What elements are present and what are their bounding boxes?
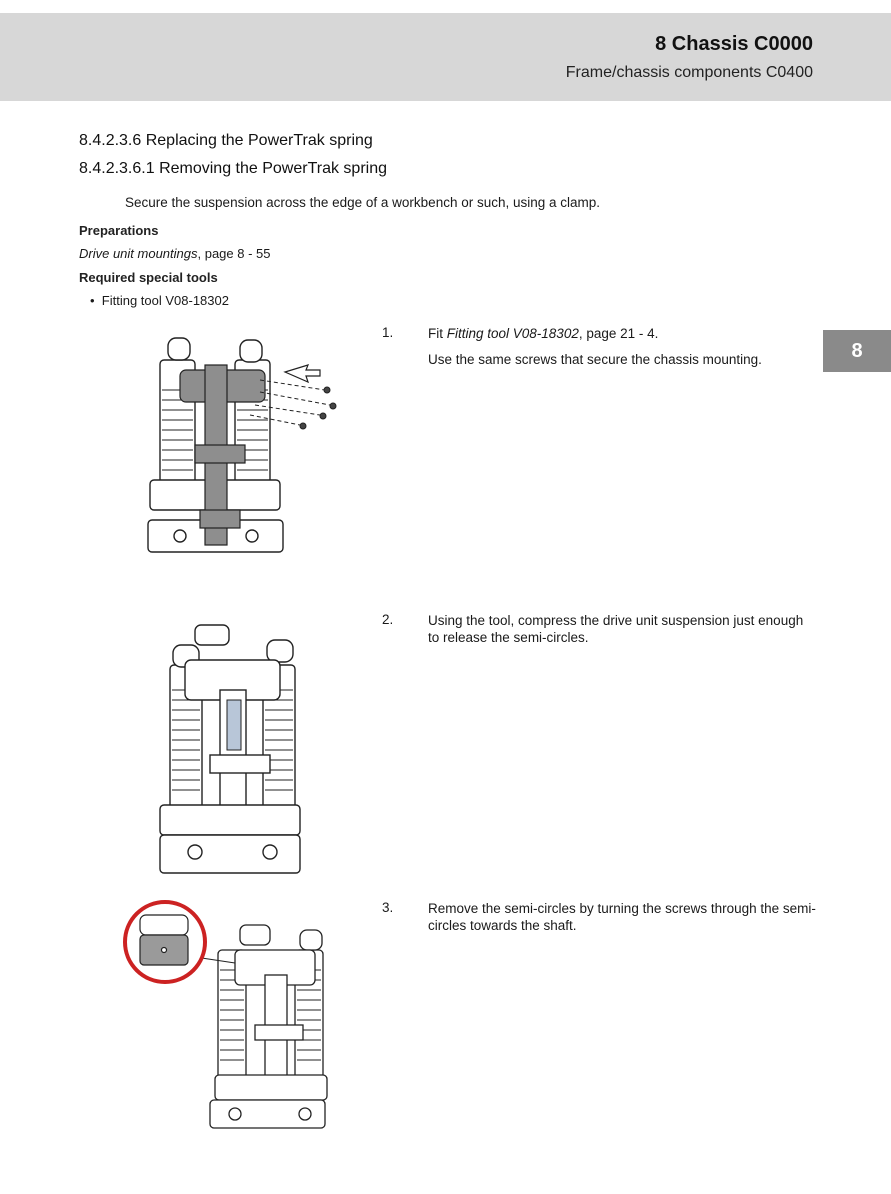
tools-label: Required special tools bbox=[79, 270, 218, 285]
preparations-page: , page 8 - 55 bbox=[197, 246, 271, 261]
intro-text: Secure the suspension across the edge of… bbox=[125, 195, 601, 210]
chapter-tab[interactable]: 8 bbox=[823, 330, 891, 372]
step-1-page: , page 21 - 4. bbox=[578, 326, 659, 341]
step-1-text-2: Use the same screws that secure the chas… bbox=[428, 352, 762, 367]
step-3-number: 3. bbox=[382, 900, 394, 915]
chapter-title: 8 Chassis C0000 bbox=[655, 33, 813, 55]
step-2-text: Using the tool, compress the drive unit … bbox=[428, 613, 804, 645]
heading-removing: 8.4.2.3.6.1 Removing the PowerTrak sprin… bbox=[79, 160, 388, 177]
page-header: 8 Chassis C0000 Frame/chassis components… bbox=[0, 13, 891, 101]
illustration-step-3 bbox=[123, 900, 328, 1129]
preparations-ref: Drive unit mountings, page 8 - 55 bbox=[79, 246, 271, 261]
step-2-number: 2. bbox=[382, 612, 394, 627]
tool-name: Fitting tool V08-18302 bbox=[101, 293, 229, 308]
preparations-link[interactable]: Drive unit mountings bbox=[79, 246, 198, 261]
step-1-prefix: Fit bbox=[428, 326, 447, 341]
section-title: Frame/chassis components C0400 bbox=[565, 64, 813, 81]
illustration-step-1 bbox=[147, 337, 337, 553]
illustration-step-2 bbox=[159, 624, 301, 874]
preparations-label: Preparations bbox=[79, 223, 159, 238]
tools-list-item: • Fitting tool V08-18302 bbox=[90, 293, 229, 308]
step-1-tool-link[interactable]: Fitting tool V08-18302 bbox=[446, 326, 579, 341]
bullet-glyph: • bbox=[90, 293, 102, 308]
step-1-number: 1. bbox=[382, 325, 394, 340]
step-3-text: Remove the semi-circles by turning the s… bbox=[428, 901, 816, 933]
step-1-text: Fit Fitting tool V08-18302, page 21 - 4.… bbox=[428, 325, 818, 368]
heading-replacing: 8.4.2.3.6 Replacing the PowerTrak spring bbox=[79, 132, 373, 149]
